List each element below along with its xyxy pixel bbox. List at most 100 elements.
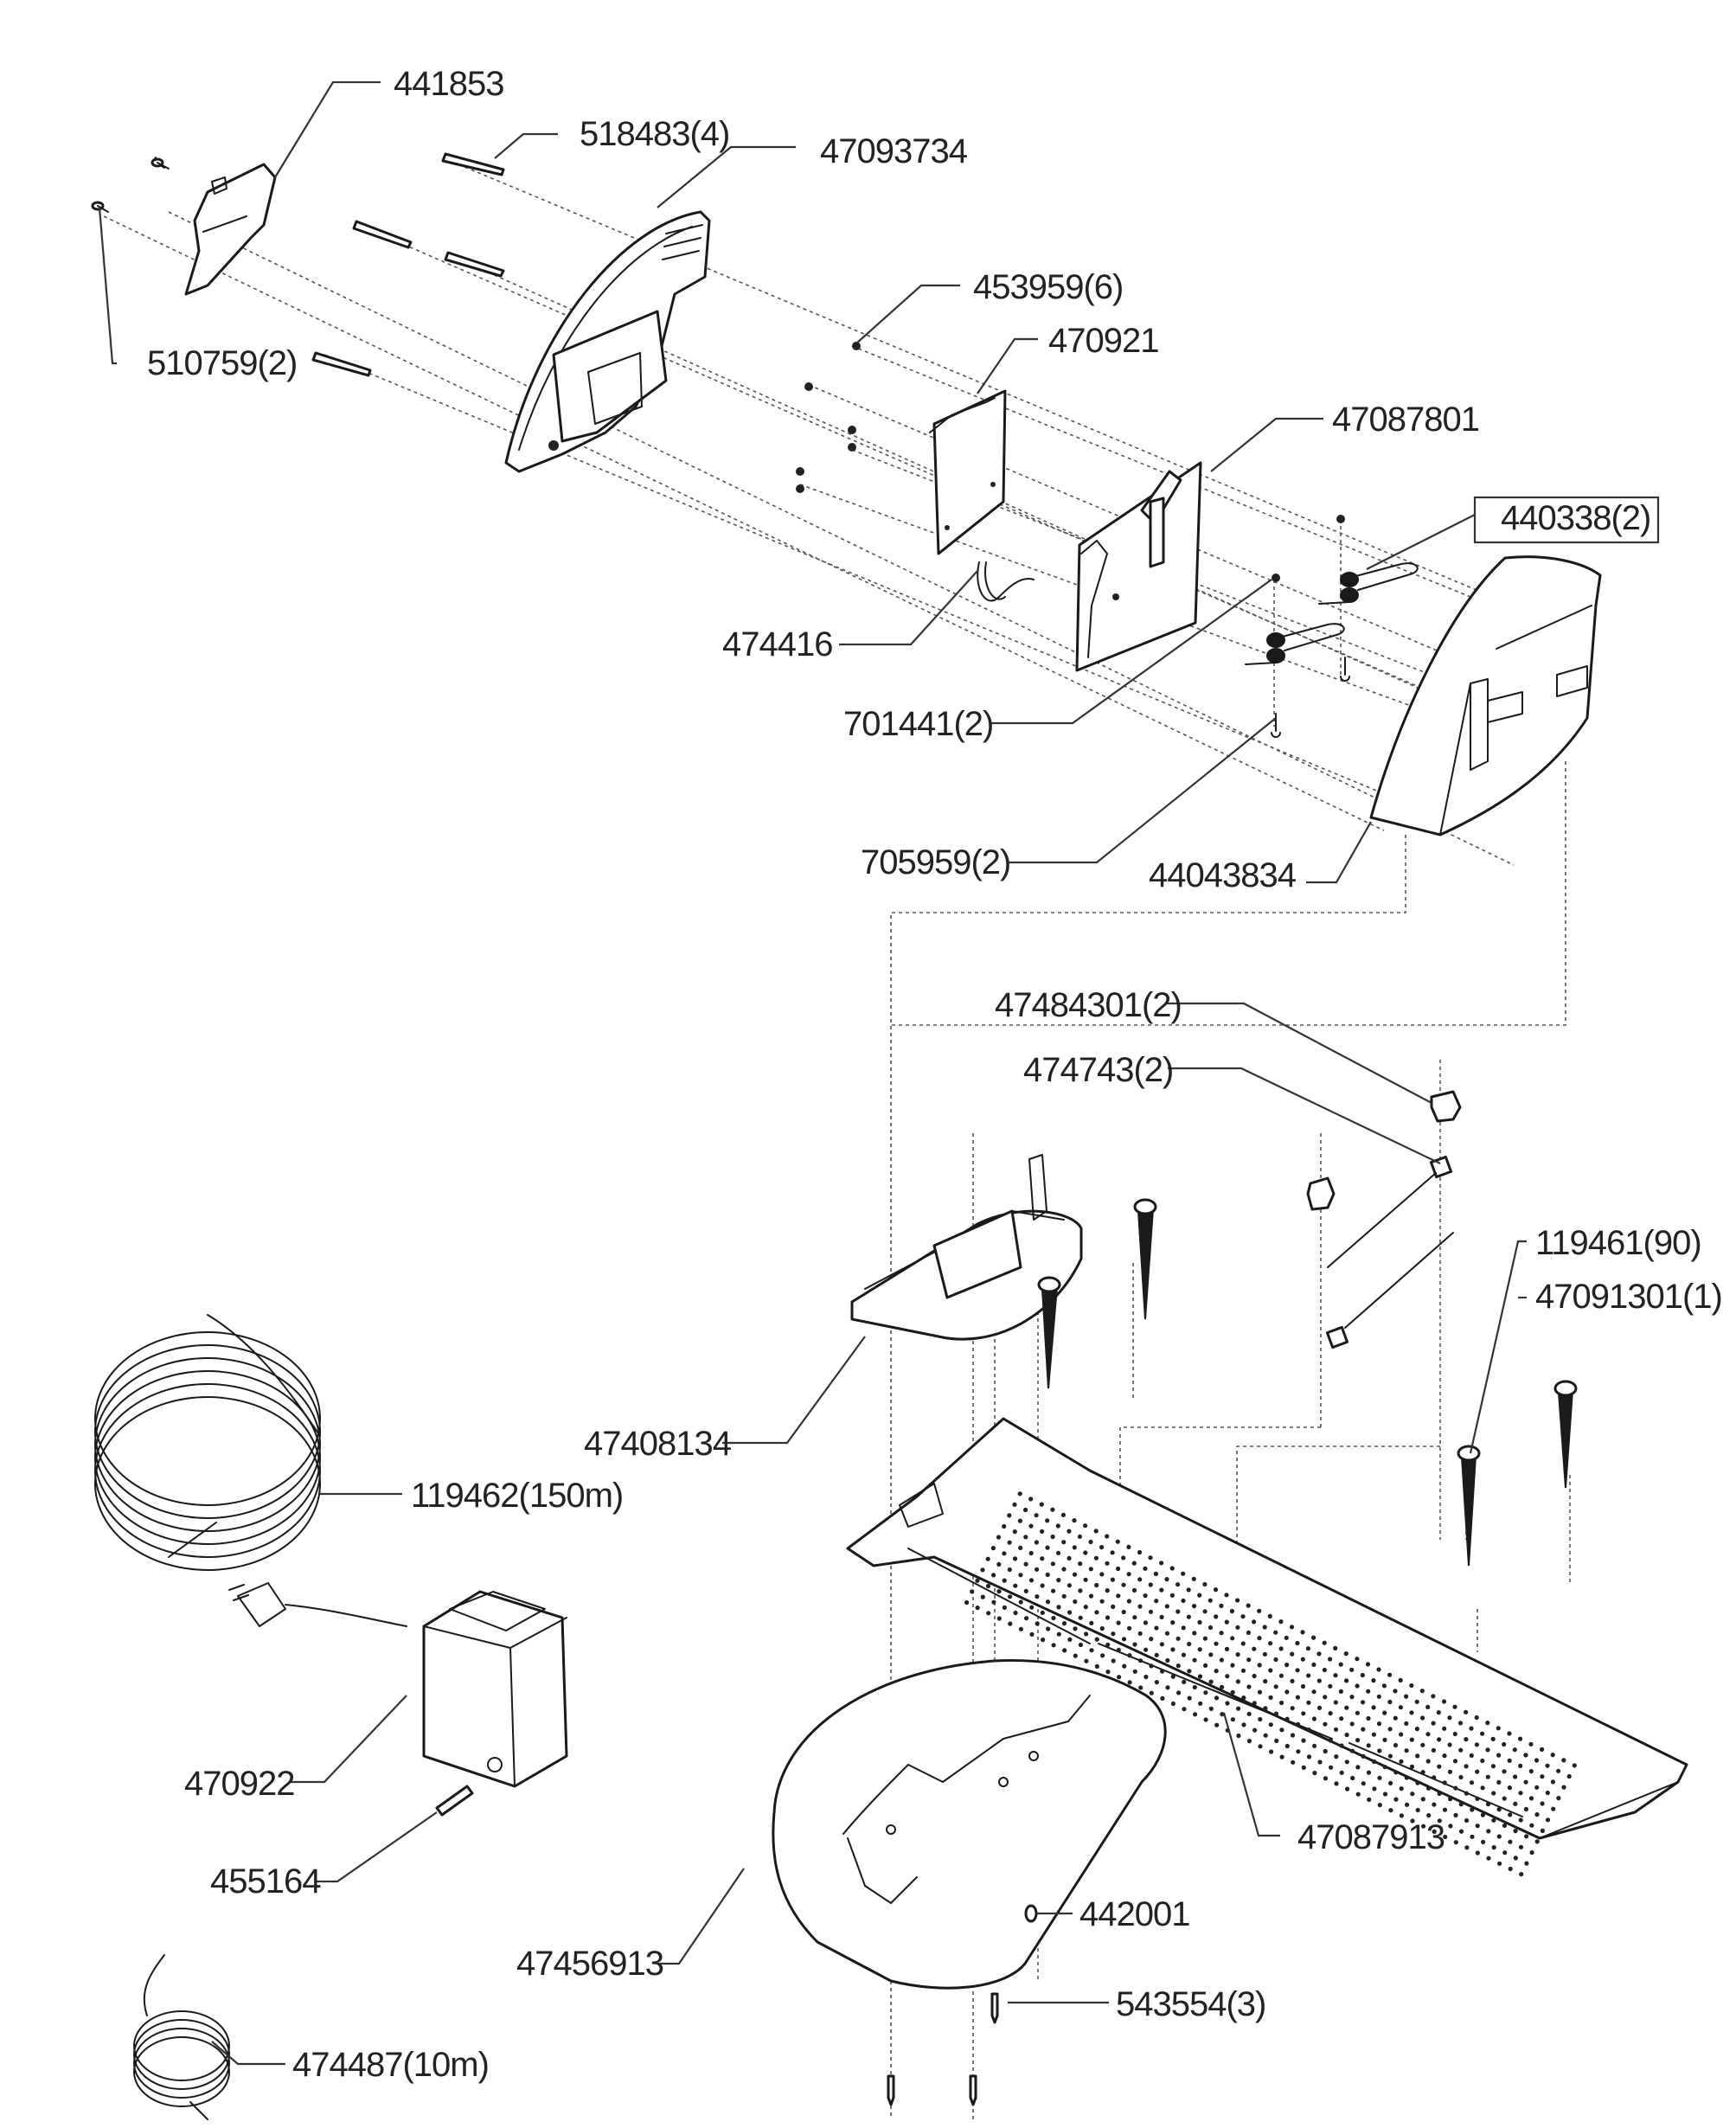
- perforation-dot: [1420, 1742, 1425, 1747]
- perforation-dot: [1349, 1667, 1355, 1672]
- perforation-dot: [970, 1589, 975, 1594]
- perforation-dot: [1507, 1785, 1512, 1791]
- perforation-dot: [1524, 1834, 1529, 1839]
- perforation-dot: [1502, 1823, 1508, 1828]
- perforation-dot: [1329, 1765, 1334, 1770]
- perforation-dot: [1420, 1770, 1425, 1775]
- perforation-dot: [1453, 1840, 1458, 1845]
- perforation-dot: [1013, 1583, 1018, 1588]
- perforation-dot: [1127, 1653, 1132, 1658]
- perforation-dot: [1028, 1497, 1034, 1502]
- callout-box-440338: [1473, 496, 1660, 544]
- perforation-dot: [1534, 1839, 1540, 1844]
- callout-701441: 701441(2): [843, 705, 993, 743]
- perforation-dot: [1089, 1648, 1094, 1653]
- perforation-dot: [1491, 1817, 1496, 1823]
- perforation-dot: [1148, 1582, 1153, 1587]
- callout-47408134: 47408134: [584, 1425, 732, 1463]
- perforation-dot: [1240, 1641, 1246, 1646]
- perforation-dot: [1116, 1593, 1121, 1599]
- perforation-dot: [1300, 1630, 1305, 1635]
- perforation-dot: [1039, 1502, 1044, 1507]
- perforation-dot: [1371, 1705, 1376, 1710]
- perforation-dot: [1002, 1551, 1007, 1556]
- perforation-dot: [1149, 1663, 1154, 1669]
- perforation-dot: [1083, 1605, 1088, 1610]
- part-441853-bracket: [184, 163, 277, 296]
- perforation-dot: [1339, 1743, 1344, 1748]
- perforation-dot: [1464, 1764, 1469, 1769]
- perforation-dot: [1278, 1673, 1284, 1678]
- perforation-dot: [1410, 1791, 1415, 1797]
- perforation-dot: [1008, 1594, 1013, 1599]
- perforation-dot: [1061, 1621, 1067, 1626]
- perforation-dot: [1279, 1754, 1284, 1759]
- perforation-dot: [1170, 1647, 1175, 1652]
- perforation-dot: [1431, 1694, 1436, 1699]
- perforation-dot: [1202, 1636, 1208, 1641]
- perforation-dot: [975, 1606, 980, 1611]
- perforation-dot: [1262, 1625, 1267, 1630]
- perforation-dot: [1447, 1715, 1452, 1721]
- perforation-dot: [1077, 1534, 1082, 1539]
- perforation-dot: [1023, 1588, 1028, 1593]
- perforation-dot: [1219, 1603, 1224, 1608]
- perforation-dot: [996, 1589, 1002, 1594]
- perforation-dot: [1279, 1700, 1284, 1706]
- perforation-dot: [1115, 1539, 1120, 1544]
- perforation-dot: [1073, 1626, 1078, 1631]
- perforation-dot: [1035, 1594, 1040, 1599]
- perforation-dot: [1182, 1707, 1187, 1712]
- perforation-dot: [1464, 1709, 1469, 1715]
- callout-474487: 474487(10m): [292, 2046, 489, 2084]
- perforation-dot: [1214, 1722, 1220, 1727]
- perforation-dot: [1160, 1695, 1165, 1701]
- perforation-dot: [1153, 1571, 1158, 1576]
- perforation-dot: [1284, 1663, 1290, 1668]
- perforation-dot: [1519, 1872, 1524, 1877]
- perforation-dot: [1060, 1512, 1066, 1517]
- perforation-dot: [1534, 1812, 1540, 1817]
- perforation-dot: [1230, 1663, 1235, 1668]
- perforation-dot: [1464, 1791, 1469, 1796]
- perforation-dot: [1046, 1626, 1051, 1631]
- perforation-dot: [1344, 1705, 1349, 1710]
- perforation-dot: [1252, 1727, 1258, 1733]
- callout-47456913: 47456913: [516, 1945, 663, 1983]
- perforation-dot: [1197, 1619, 1202, 1625]
- perforation-dot: [1262, 1651, 1267, 1657]
- perforation-dot: [1225, 1701, 1230, 1706]
- perforation-dot: [1443, 1834, 1448, 1840]
- part-47408134-base-housing: [850, 1154, 1083, 1341]
- perforation-dot: [1230, 1717, 1235, 1722]
- perforation-dot: [1175, 1582, 1181, 1587]
- perforation-dot: [1475, 1769, 1480, 1774]
- perforation-dot: [1437, 1764, 1442, 1769]
- perforation-dot: [1268, 1695, 1273, 1700]
- perforation-dot: [1017, 1491, 1022, 1497]
- perforation-dot: [1111, 1631, 1116, 1637]
- perforation-dot: [1078, 1561, 1083, 1567]
- perforation-dot: [996, 1561, 1002, 1567]
- perforation-dot: [1186, 1614, 1191, 1619]
- perforation-dot: [1485, 1774, 1490, 1779]
- perforation-dot: [1138, 1685, 1143, 1690]
- perforation-dot: [1355, 1683, 1360, 1689]
- perforation-dot: [1061, 1540, 1067, 1545]
- perforation-dot: [1485, 1747, 1490, 1753]
- perforation-dot: [1469, 1753, 1474, 1758]
- perforation-dot: [1002, 1578, 1007, 1583]
- perforation-dot: [1012, 1502, 1017, 1507]
- perforation-dot: [1366, 1743, 1371, 1748]
- perforation-dot: [1534, 1758, 1540, 1763]
- perforation-dot: [1154, 1599, 1159, 1604]
- perforation-dot: [1055, 1523, 1060, 1529]
- perforation-dot: [1349, 1695, 1355, 1700]
- perforation-dot: [1289, 1625, 1295, 1630]
- perforation-dot: [1143, 1647, 1149, 1652]
- perforation-dot: [1220, 1684, 1225, 1689]
- perforation-dot: [1002, 1523, 1007, 1529]
- perforation-dot: [1328, 1738, 1333, 1743]
- perforation-dot: [1409, 1710, 1414, 1715]
- perforation-dot: [1398, 1705, 1403, 1710]
